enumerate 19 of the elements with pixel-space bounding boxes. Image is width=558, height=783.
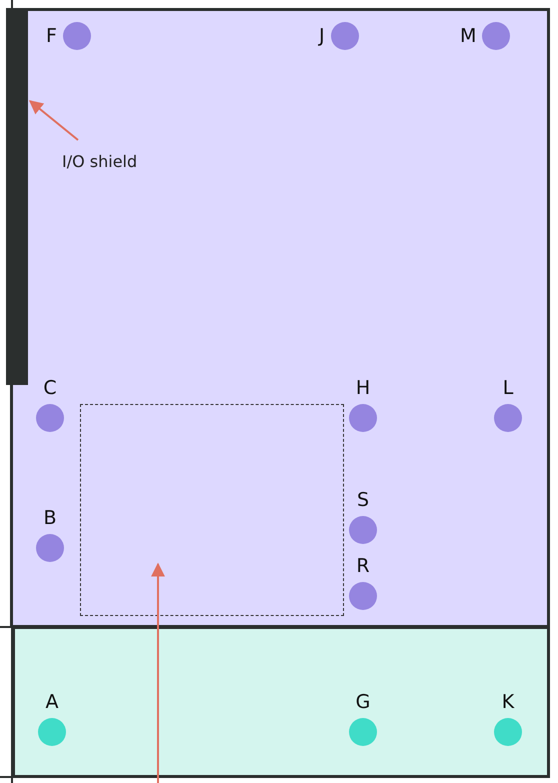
dashed-area (80, 404, 344, 616)
point-label: J (319, 26, 325, 46)
point-label: C (43, 379, 57, 398)
point-label: R (356, 557, 370, 576)
io-shield-bar (6, 8, 28, 385)
point-label: A (46, 693, 58, 712)
point-label: G (356, 693, 370, 712)
point-label: B (43, 509, 57, 528)
point-label: F (46, 26, 57, 46)
arrow (28, 100, 79, 141)
callout-text: I/O shield (62, 152, 162, 174)
point-label: L (502, 379, 514, 398)
lower-area (12, 626, 550, 778)
arrow (151, 562, 165, 783)
board-area (10, 8, 550, 628)
point-label: H (356, 379, 370, 398)
point-label: K (502, 693, 514, 712)
point-label: S (356, 491, 370, 510)
point-label: M (460, 26, 476, 46)
